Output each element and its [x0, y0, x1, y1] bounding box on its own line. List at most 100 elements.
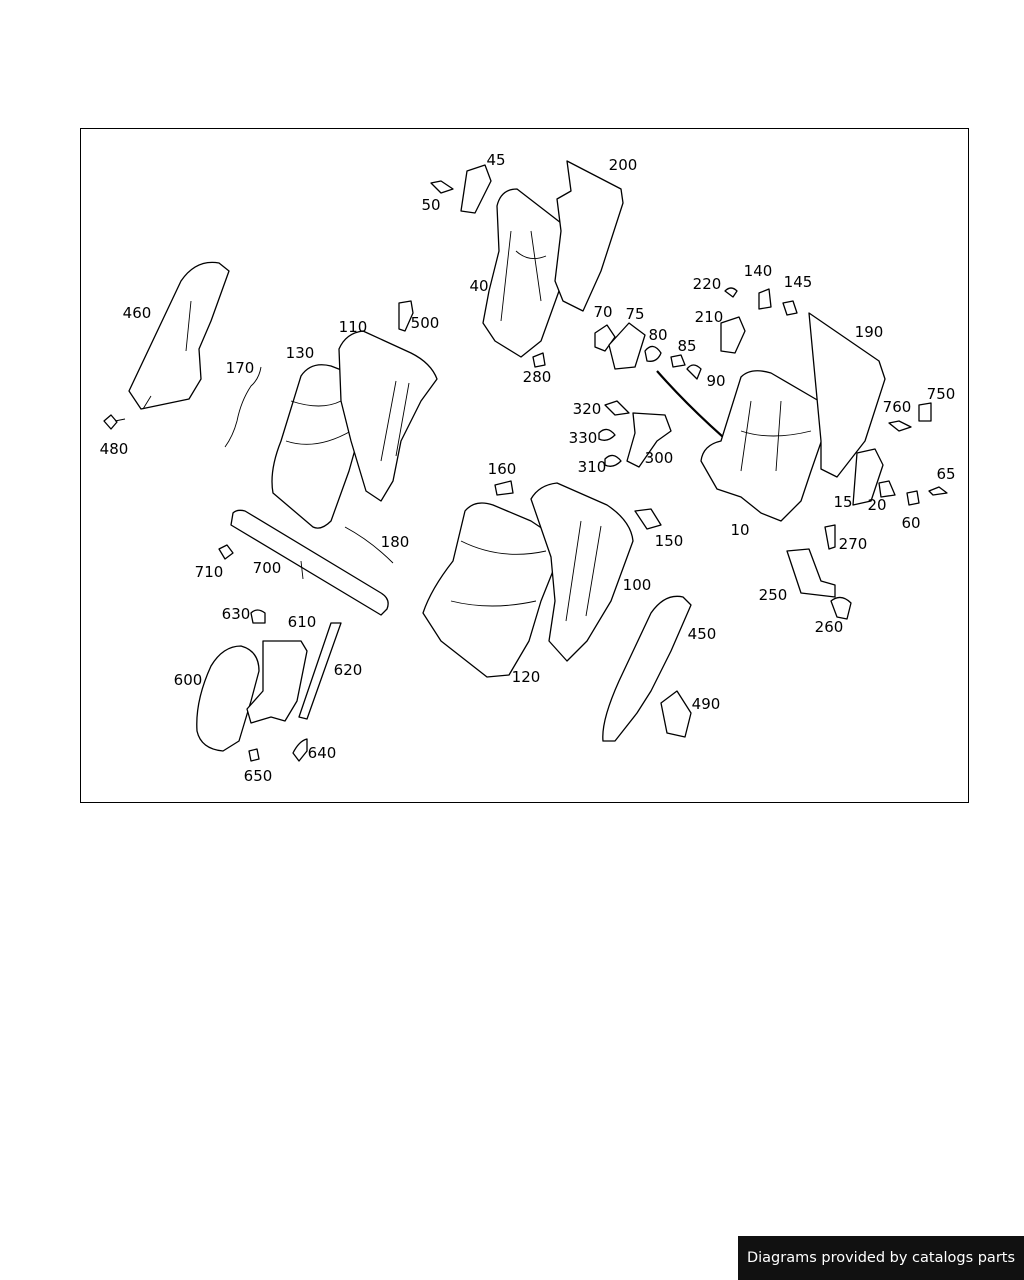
- part-145-screw: [782, 300, 798, 316]
- part-280-pin: [532, 352, 546, 368]
- label-20: 20: [867, 496, 886, 514]
- part-610-armrest-bracket: [246, 640, 308, 724]
- part-150-clip: [634, 508, 662, 530]
- part-460-side-trim: [128, 261, 230, 410]
- part-120-seat-cushion: [422, 502, 562, 678]
- footer-credit-badge: Diagrams provided by catalogs parts: [738, 1236, 1024, 1280]
- label-490: 490: [692, 695, 721, 713]
- label-40: 40: [469, 277, 488, 295]
- part-160-clip: [494, 480, 514, 496]
- part-65-screw: [928, 486, 948, 496]
- label-70: 70: [593, 303, 612, 321]
- label-50: 50: [421, 196, 440, 214]
- label-320: 320: [573, 400, 602, 418]
- part-200-panel: [554, 160, 624, 312]
- parts-diagram-frame: 10 15 20 40 45 50 60 65 70 75 80 85 90 1…: [80, 128, 969, 803]
- label-65: 65: [936, 465, 955, 483]
- label-640: 640: [308, 744, 337, 762]
- part-170-cable: [224, 366, 262, 448]
- label-145: 145: [784, 273, 813, 291]
- part-300-lever: [626, 412, 672, 468]
- part-75-plate: [608, 322, 646, 370]
- part-190-panel: [808, 312, 886, 478]
- label-310: 310: [578, 458, 607, 476]
- part-110-backrest-pad: [338, 330, 438, 502]
- part-270-screw: [824, 524, 836, 550]
- label-140: 140: [744, 262, 773, 280]
- label-500: 500: [411, 314, 440, 332]
- part-45-hinge: [460, 164, 492, 214]
- part-85-washer: [670, 354, 686, 368]
- label-330: 330: [569, 429, 598, 447]
- label-120: 120: [512, 668, 541, 686]
- part-310-nut: [604, 454, 622, 467]
- part-640-clip: [292, 738, 308, 762]
- label-480: 480: [100, 440, 129, 458]
- part-130-backrest-cushion: [271, 364, 364, 529]
- part-480-screw: [103, 414, 126, 430]
- label-610: 610: [288, 613, 317, 631]
- label-750: 750: [927, 385, 956, 403]
- label-280: 280: [523, 368, 552, 386]
- part-40-backrest-frame: [482, 188, 572, 358]
- label-15: 15: [833, 493, 852, 511]
- part-220-screw: [724, 287, 738, 298]
- label-300: 300: [645, 449, 674, 467]
- label-100: 100: [623, 576, 652, 594]
- part-710-clip: [218, 544, 234, 560]
- label-210: 210: [695, 308, 724, 326]
- part-260-pin: [830, 596, 852, 620]
- part-60-clip: [906, 490, 920, 506]
- footer-credit-text: Diagrams provided by catalogs parts: [746, 1250, 1016, 1266]
- label-190: 190: [855, 323, 884, 341]
- part-100-seat-frame-pad: [530, 482, 634, 662]
- part-760-bolt: [888, 420, 912, 432]
- label-110: 110: [339, 318, 368, 336]
- label-60: 60: [901, 514, 920, 532]
- part-450-side-trim: [602, 595, 692, 742]
- label-90: 90: [706, 372, 725, 390]
- label-200: 200: [609, 156, 638, 174]
- part-20-bolt: [878, 480, 896, 498]
- label-270: 270: [839, 535, 868, 553]
- part-50-bolt: [430, 180, 454, 194]
- seat-exploded-diagram: 10 15 20 40 45 50 60 65 70 75 80 85 90 1…: [100, 151, 956, 785]
- label-460: 460: [123, 304, 152, 322]
- part-630-nut: [250, 609, 266, 624]
- part-90-nut: [686, 364, 702, 380]
- label-760: 760: [883, 398, 912, 416]
- label-450: 450: [688, 625, 717, 643]
- label-220: 220: [693, 275, 722, 293]
- label-260: 260: [815, 618, 844, 636]
- label-85: 85: [677, 337, 696, 355]
- part-labels: 10 15 20 40 45 50 60 65 70 75 80 85 90 1…: [100, 151, 956, 785]
- label-250: 250: [759, 586, 788, 604]
- part-600-armrest: [196, 645, 260, 752]
- part-180-cable: [344, 526, 394, 564]
- part-500-bolt: [398, 300, 414, 332]
- part-80-disc: [644, 345, 662, 362]
- part-320-bolt: [604, 400, 630, 416]
- label-130: 130: [286, 344, 315, 362]
- label-620: 620: [334, 661, 363, 679]
- part-250-bracket: [786, 548, 836, 598]
- label-600: 600: [174, 671, 203, 689]
- part-490-lever: [660, 690, 692, 738]
- label-80: 80: [648, 326, 667, 344]
- part-15-hinge: [852, 448, 884, 506]
- label-10: 10: [730, 521, 749, 539]
- label-75: 75: [625, 305, 644, 323]
- label-710: 710: [195, 563, 224, 581]
- label-630: 630: [222, 605, 251, 623]
- part-10-seat-frame: [700, 370, 829, 522]
- label-170: 170: [226, 359, 255, 377]
- label-180: 180: [381, 533, 410, 551]
- label-650: 650: [244, 767, 273, 785]
- label-700: 700: [253, 559, 282, 577]
- label-150: 150: [655, 532, 684, 550]
- part-210-bracket: [720, 316, 746, 354]
- part-750-clip: [918, 402, 932, 422]
- part-140-clip: [758, 288, 772, 310]
- part-650-nut: [248, 748, 260, 762]
- label-160: 160: [488, 460, 517, 478]
